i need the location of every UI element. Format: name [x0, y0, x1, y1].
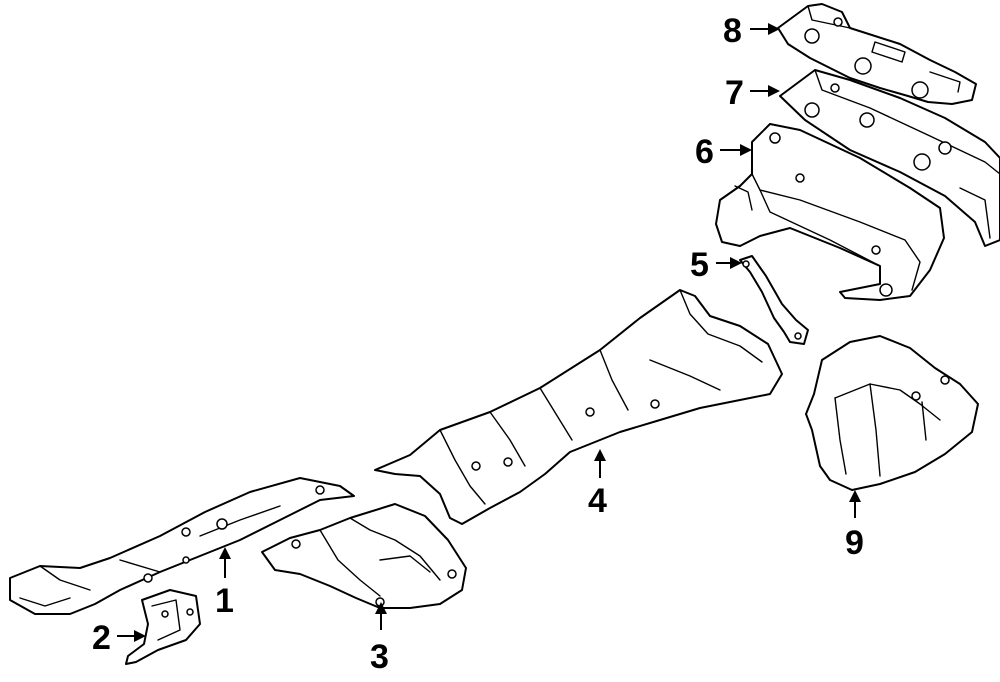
callout-8-number: 8 — [723, 12, 742, 50]
callout-9: 9 — [845, 490, 864, 562]
callout-6: 6 — [695, 133, 752, 171]
part-3-heat-shield — [261, 503, 467, 609]
callout-4-number: 4 — [588, 482, 607, 520]
callout-7: 7 — [725, 74, 780, 112]
callout-3-number: 3 — [370, 638, 389, 676]
part-8-heat-shield — [777, 3, 977, 105]
callout-6-number: 6 — [695, 133, 714, 171]
callout-9-number: 9 — [845, 524, 864, 562]
part-2-bracket — [125, 589, 201, 665]
callout-1-number: 1 — [215, 582, 234, 620]
part-7-heat-shield — [779, 69, 1000, 247]
callout-2: 2 — [92, 619, 146, 657]
part-5-bracket — [739, 255, 809, 345]
callout-5-number: 5 — [690, 246, 709, 284]
callout-7-number: 7 — [725, 74, 744, 112]
part-9-heat-shield — [805, 335, 979, 491]
callout-2-number: 2 — [92, 619, 111, 657]
callout-1: 1 — [215, 547, 234, 620]
callout-4: 4 — [588, 449, 607, 520]
callout-3: 3 — [370, 602, 389, 676]
part-4-heat-shield — [374, 289, 783, 525]
part-6-heat-shield — [715, 123, 945, 301]
callout-5: 5 — [690, 246, 742, 284]
callout-8: 8 — [723, 12, 780, 50]
part-1-heat-shield — [9, 477, 355, 615]
